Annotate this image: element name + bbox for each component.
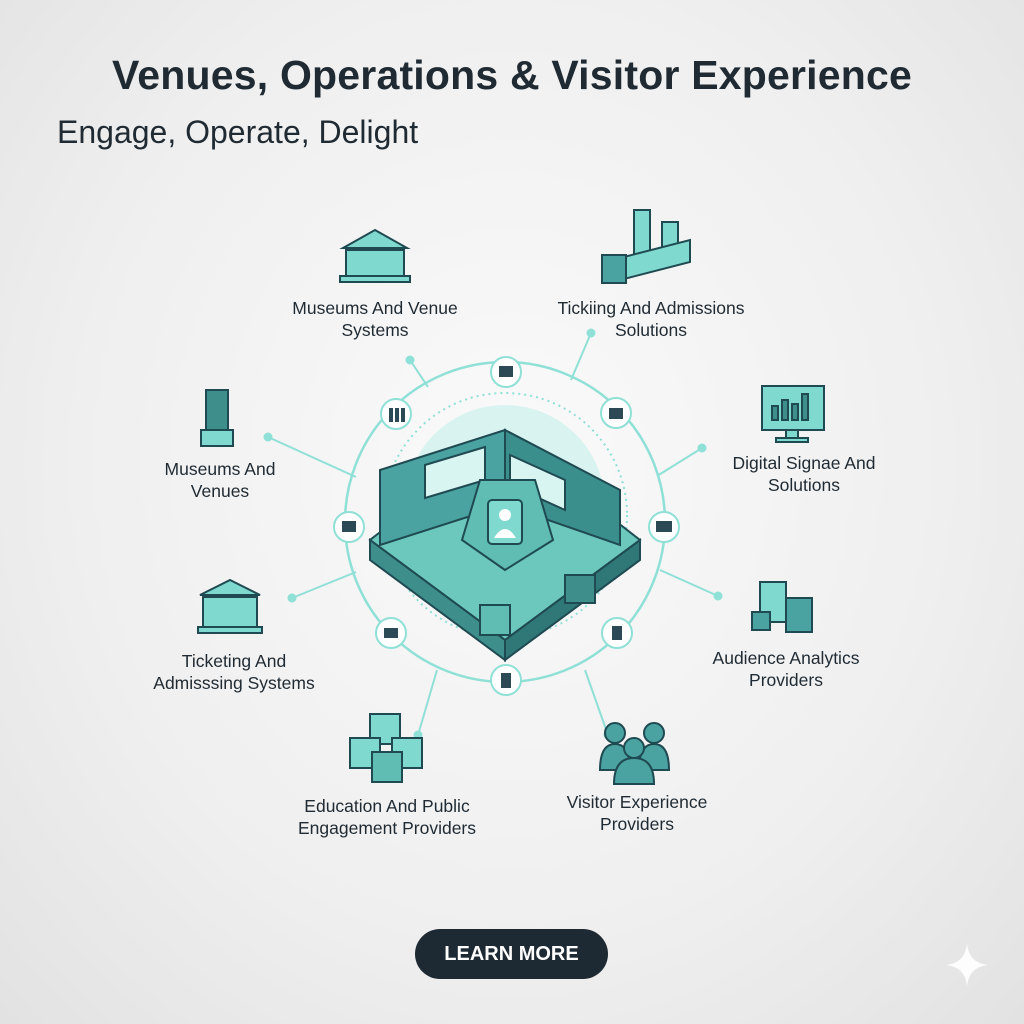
label-line: Tickiing And Admissions [557,298,745,318]
label-line: Visitor Experience [566,792,708,812]
label-line: Museums And [164,459,276,479]
label-line: Admisssing Systems [153,673,315,693]
label-line: Venues [190,481,250,501]
label-line: Digital Signae And [732,453,876,473]
building-blocks-icon [751,581,813,633]
museum-building-icon-2 [197,578,263,634]
label-line: Ticketing And [181,651,287,671]
dotted-ring [382,392,628,638]
people-group-icon [598,722,671,785]
page-subtitle: Engage, Operate, Delight [57,114,419,150]
museum-building-icon [339,228,411,283]
label-line: Providers [749,670,823,690]
label-line: Solutions [768,475,840,495]
label-line: Audience Analytics [712,648,860,668]
central-venue-illustration [368,428,642,662]
label-line: Providers [600,814,674,834]
badge-glyphs [342,366,672,688]
sparkle-icon [946,944,988,986]
truck-tanks-icon [601,209,691,284]
label-line: Engagement Providers [297,818,477,838]
tower-icon [200,389,234,447]
label-line: Solutions [615,320,687,340]
label-line: Systems [341,320,409,340]
page-title: Venues, Operations & Visitor Experience [111,52,912,98]
label-line: Museums And Venue [292,298,458,318]
label-line: Education And Public [304,796,470,816]
monitor-chart-icon [761,385,825,443]
cubes-icon [349,713,423,783]
learn-more-button[interactable]: LEARN MORE [415,929,608,979]
